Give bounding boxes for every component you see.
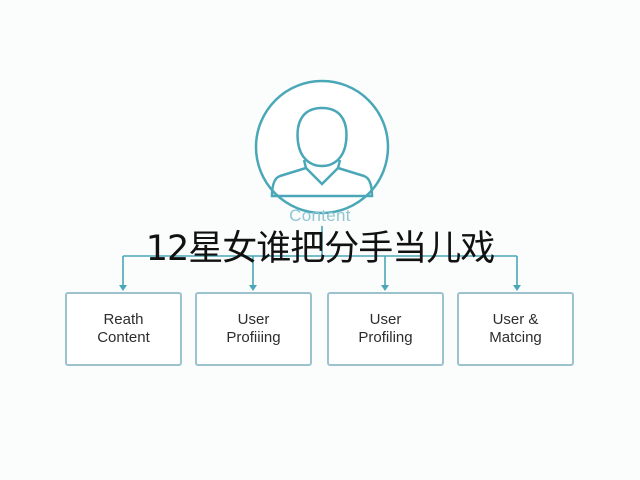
child-node-3-line2: Profiling — [358, 329, 413, 346]
child-node-4-line2: Matcing — [489, 329, 542, 346]
child-node-3-line1: User — [369, 311, 402, 328]
child-node-3: User Profiling — [327, 292, 444, 366]
child-node-4: User & Matcing — [457, 292, 574, 366]
overlay-title: 12星女谁把分手当儿戏 — [145, 229, 496, 269]
connector-lines — [122, 226, 518, 286]
child-node-1: Reath Content — [65, 292, 182, 366]
child-node-1-line1: Reath — [103, 311, 144, 328]
child-node-2-line2: Profiiing — [226, 329, 281, 346]
child-node-1-line2: Content — [97, 329, 150, 346]
root-node-label: Content — [289, 206, 351, 225]
connector-arrowheads — [119, 285, 521, 291]
child-node-4-line1: User & — [492, 311, 539, 328]
child-node-2-line1: User — [237, 311, 270, 328]
child-node-2: User Profiiing — [195, 292, 312, 366]
user-avatar-icon — [254, 79, 390, 215]
